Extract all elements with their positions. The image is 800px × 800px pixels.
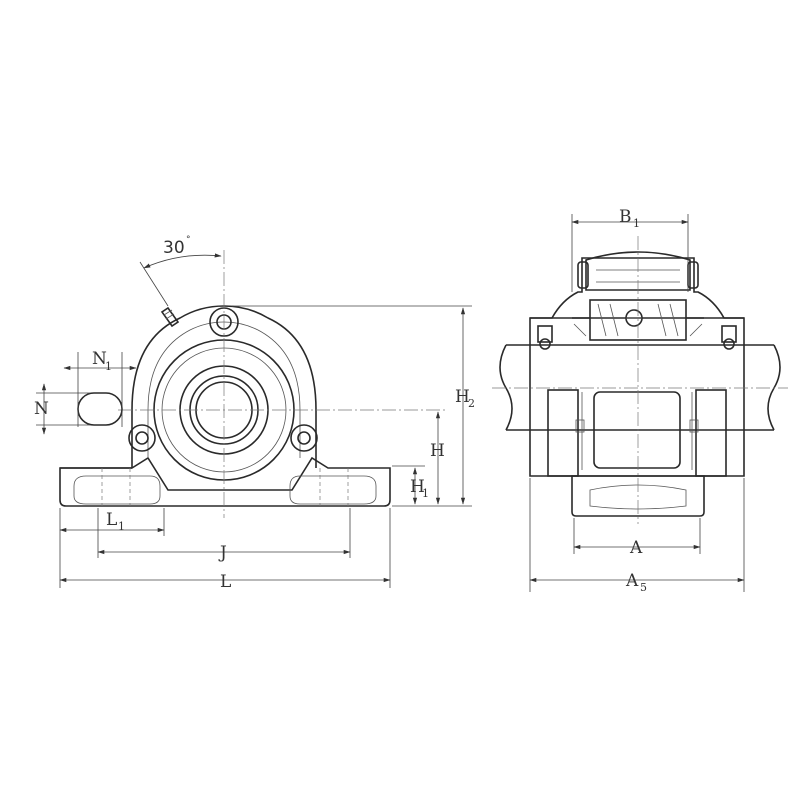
B1-label: B xyxy=(619,207,632,227)
foot-slot-section xyxy=(77,392,123,426)
J-label: J xyxy=(218,543,227,563)
left-bolt-head xyxy=(135,431,149,445)
side-view: B 1 A A 5 xyxy=(492,207,788,594)
H1-label-sub: 1 xyxy=(422,487,429,500)
A-label: A xyxy=(629,538,643,558)
side-nut-left xyxy=(537,325,553,343)
side-nut-right xyxy=(721,325,737,343)
L-label: L xyxy=(220,572,231,592)
A5-dimension: A 5 xyxy=(529,478,745,594)
N-label: N xyxy=(34,399,49,419)
top-cap-bolt-left xyxy=(577,261,589,289)
front-base-outline xyxy=(59,456,391,507)
B1-label-sub: 1 xyxy=(633,217,640,230)
lower-stud-right xyxy=(689,419,699,433)
lower-housing-right xyxy=(695,389,727,477)
left-bolt-lug xyxy=(128,424,156,452)
H2-label-sub: 2 xyxy=(468,397,475,410)
grease-nipple xyxy=(160,306,180,328)
side-base-foot xyxy=(571,475,705,517)
angle-annotation: 30 ° xyxy=(139,235,222,307)
A-dimension: A xyxy=(573,518,701,558)
side-nut-left-round xyxy=(539,338,551,350)
front-left-foot-slot xyxy=(73,475,161,505)
B1-dimension: B 1 xyxy=(571,207,689,292)
side-housing-outline xyxy=(529,257,745,477)
L1-label: L xyxy=(106,510,117,530)
height-dimensions: H 2 H H 1 xyxy=(232,305,475,507)
front-view: 30 ° N 1 N H 2 H H 1 xyxy=(34,235,475,592)
angle-degree-symbol: ° xyxy=(186,235,191,245)
angle-value: 30 xyxy=(163,238,185,258)
A5-label: A xyxy=(625,571,639,591)
lower-housing-left xyxy=(547,389,579,477)
H1-label: H xyxy=(410,477,425,497)
side-nut-right-round xyxy=(723,338,735,350)
top-cap xyxy=(585,251,691,291)
N1-label-sub: 1 xyxy=(105,360,112,373)
side-base-foot-inner xyxy=(589,484,687,510)
bearing-insert-lower xyxy=(593,391,681,469)
right-bolt-lug xyxy=(290,424,318,452)
H2-label: H xyxy=(455,387,470,407)
H-label: H xyxy=(430,441,445,461)
N1-label: N xyxy=(92,349,107,369)
A5-label-sub: 5 xyxy=(640,581,647,594)
front-right-foot-slot xyxy=(289,475,377,505)
width-dimensions: L 1 J L xyxy=(59,508,391,592)
shaft xyxy=(499,344,781,431)
slot-detail: N 1 N xyxy=(34,349,137,435)
L1-label-sub: 1 xyxy=(118,520,125,533)
lower-stud-left xyxy=(575,419,585,433)
seal-detail xyxy=(572,299,704,341)
bearing-insert-top xyxy=(589,299,687,341)
right-bolt-head xyxy=(297,431,311,445)
